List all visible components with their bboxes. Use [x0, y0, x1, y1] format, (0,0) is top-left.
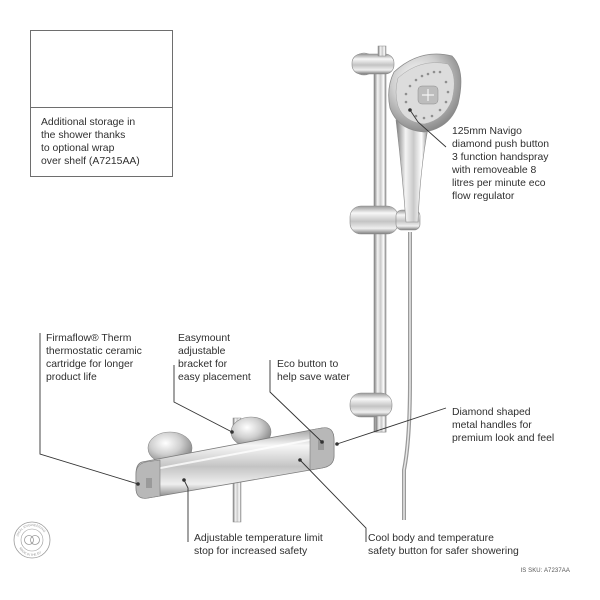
caption-line: adjustable — [178, 346, 226, 357]
temp-limit-caption: Adjustable temperature limit stop for in… — [194, 532, 323, 558]
caption-line: Cool body and temperature — [368, 533, 494, 544]
handles-caption: Diamond shaped metal handles for premium… — [452, 406, 554, 445]
bar-valve — [135, 416, 335, 523]
caption-line: premium look and feel — [452, 433, 555, 444]
storage-line: Additional storage in — [41, 117, 136, 128]
storage-inset-box: Additional storage in the shower thanks … — [30, 30, 173, 177]
storage-caption: Additional storage in the shower thanks … — [41, 116, 140, 168]
caption-line: thermostatic ceramic — [46, 346, 142, 357]
caption-line: Eco button to — [277, 359, 339, 370]
sku-label: IS SKU: A7237AA — [520, 568, 570, 574]
caption-line: Adjustable temperature limit — [194, 533, 323, 544]
caption-line: Firmaflow® Therm — [46, 333, 132, 344]
caption-line: flow regulator — [452, 191, 515, 202]
engineering-badge-icon: IDEAL ENGINEERING MADE IN THE EU — [13, 521, 51, 559]
storage-line: to optional wrap — [41, 143, 115, 154]
caption-line: Diamond shaped — [452, 407, 531, 418]
caption-line: litres per minute eco — [452, 178, 546, 189]
caption-line: cartridge for longer — [46, 359, 134, 370]
shelf-picture-frame — [31, 31, 172, 108]
storage-line: over shelf (A7215AA) — [41, 156, 140, 167]
caption-line: easy placement — [178, 372, 251, 383]
caption-line: 3 function handspray — [452, 152, 549, 163]
caption-line: product life — [46, 372, 97, 383]
cool-body-caption: Cool body and temperature safety button … — [368, 532, 519, 558]
caption-line: safety button for safer showering — [368, 546, 519, 557]
handspray-caption: 125mm Navigo diamond push button 3 funct… — [452, 125, 549, 203]
caption-line: with removeable 8 — [452, 165, 537, 176]
caption-line: Easymount — [178, 333, 230, 344]
caption-line: diamond push button — [452, 139, 550, 150]
cartridge-caption: Firmaflow® Therm thermostatic ceramic ca… — [46, 332, 142, 384]
caption-line: bracket for — [178, 359, 228, 370]
shower-hose — [402, 232, 412, 520]
caption-line: 125mm Navigo — [452, 126, 522, 137]
caption-line: metal handles for — [452, 420, 532, 431]
caption-line: help save water — [277, 372, 350, 383]
storage-line: the shower thanks — [41, 130, 126, 141]
caption-line: stop for increased safety — [194, 546, 308, 557]
callout-leaders — [39, 109, 447, 542]
bracket-caption: Easymount adjustable bracket for easy pl… — [178, 332, 251, 384]
handspray — [388, 53, 462, 223]
eco-button-caption: Eco button to help save water — [277, 358, 350, 384]
